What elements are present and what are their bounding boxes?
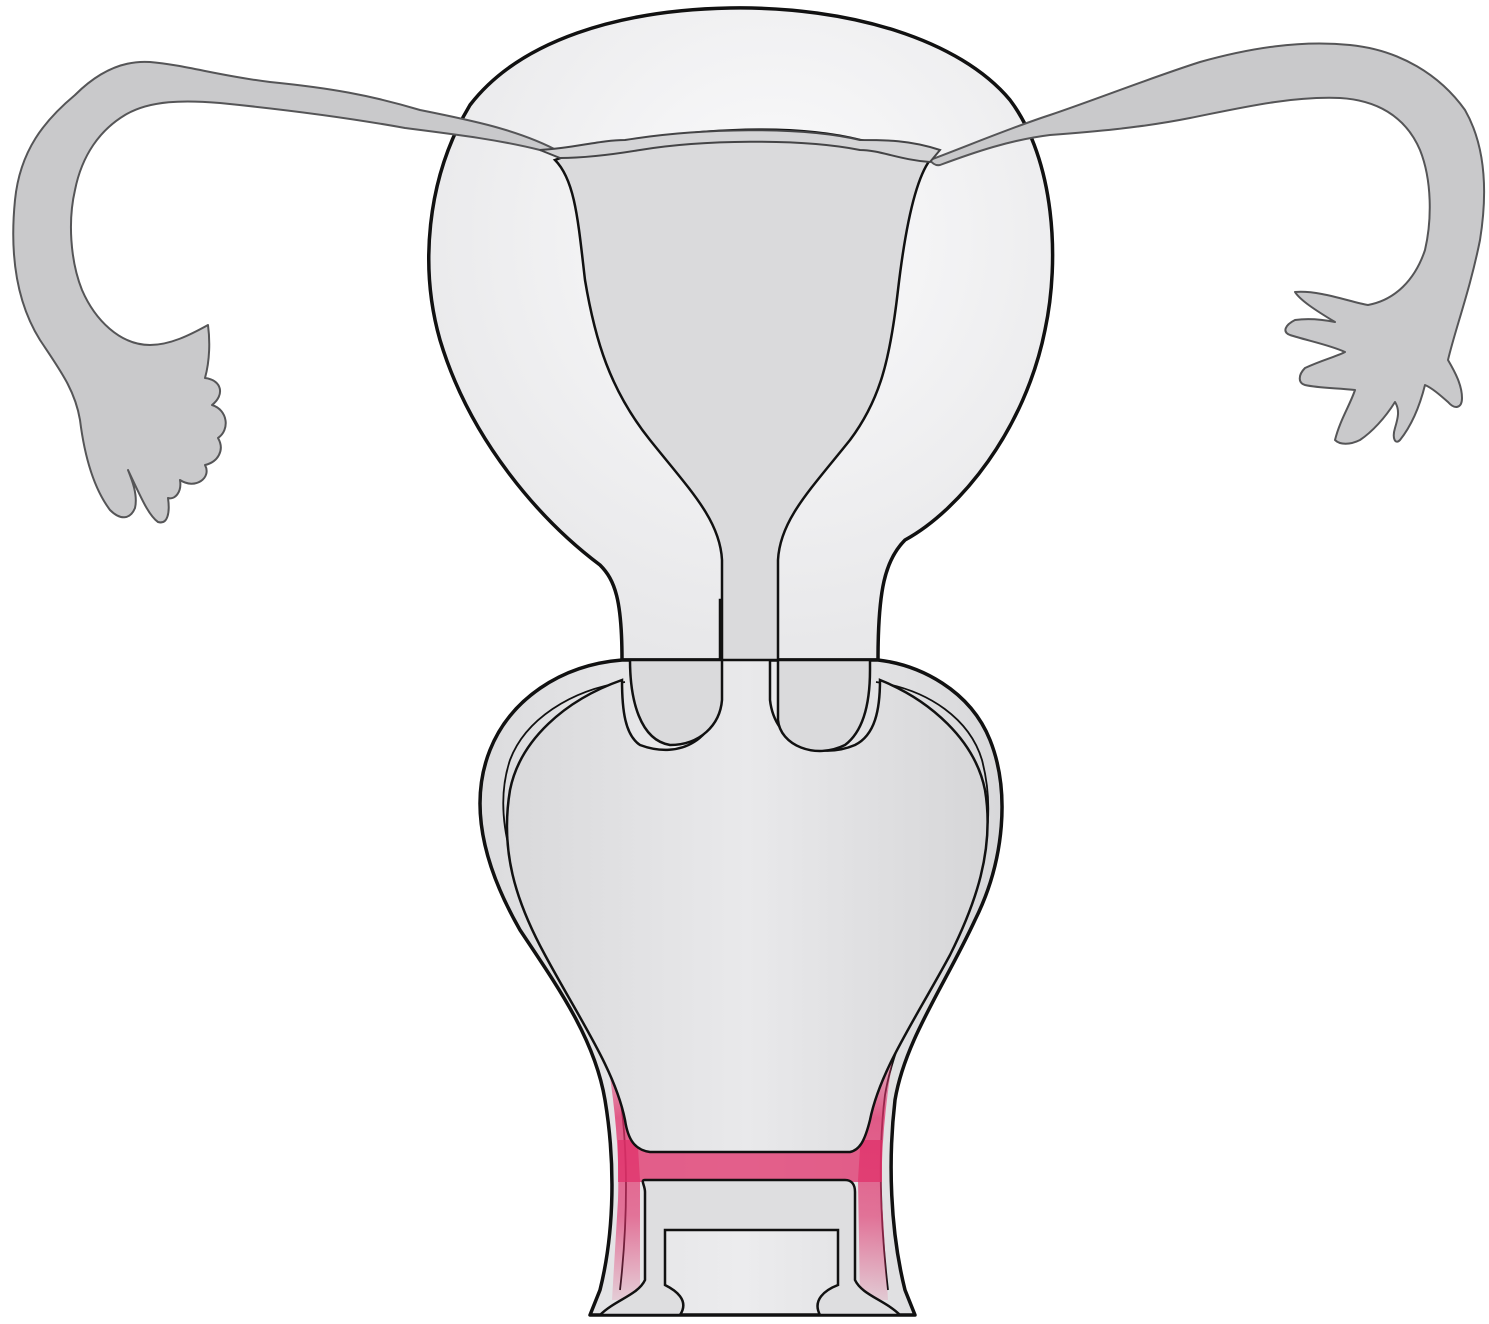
uterus-diagram bbox=[0, 0, 1489, 1324]
diagram-canvas bbox=[0, 0, 1489, 1324]
